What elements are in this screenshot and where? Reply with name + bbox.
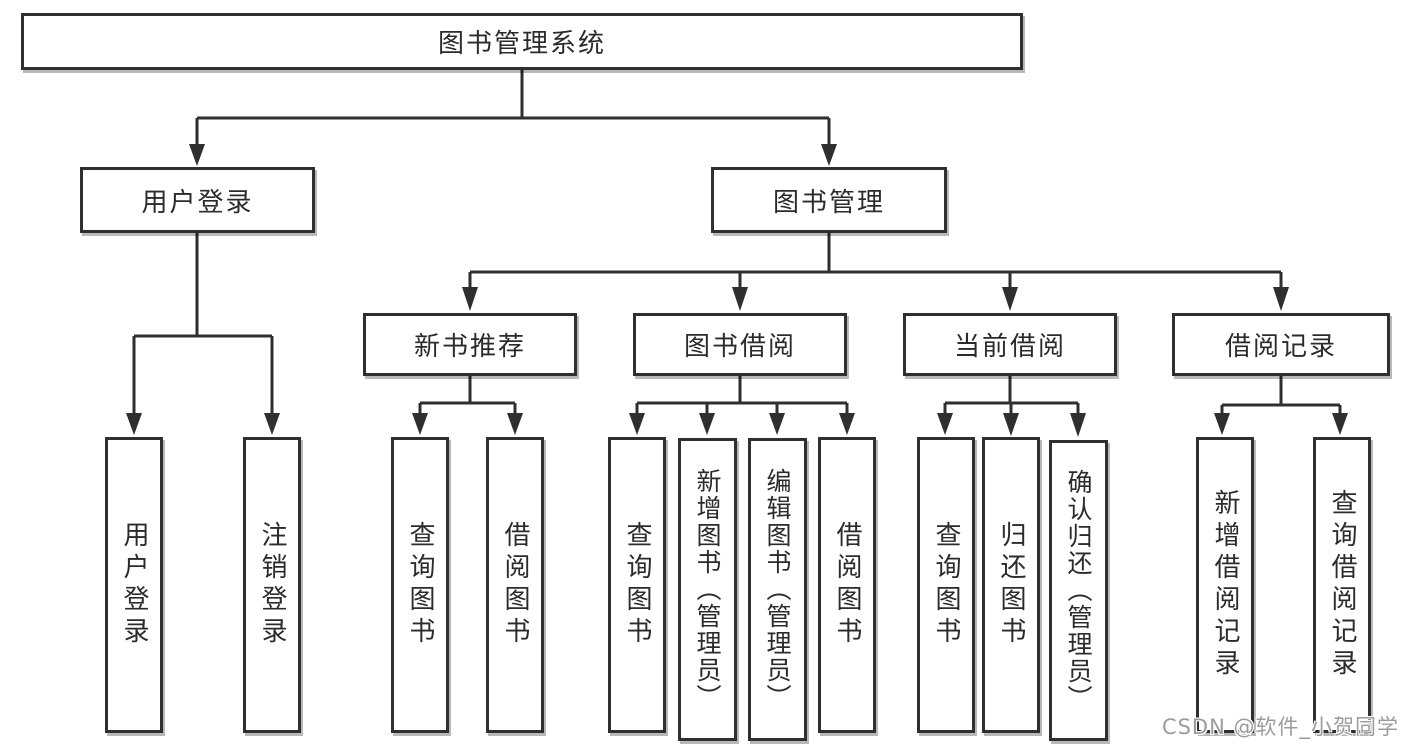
node-current-borrow: 当前借阅 <box>903 313 1117 376</box>
node-bb-edit-books-admin: 编辑图书（管理员） <box>748 438 807 741</box>
node-nbr-borrow-books: 借阅图书 <box>486 437 544 733</box>
connector-lines <box>132 69 1342 415</box>
node-logout: 注销登录 <box>243 437 301 733</box>
arrowheads <box>126 144 1348 437</box>
node-library-management-system: 图书管理系统 <box>21 13 1023 70</box>
node-bb-add-books-admin: 新增图书（管理员） <box>678 438 737 741</box>
node-new-book-recommend: 新书推荐 <box>363 313 577 376</box>
node-login: 用户登录 <box>105 437 163 733</box>
node-bb-query-books: 查询图书 <box>608 437 666 733</box>
node-book-management: 图书管理 <box>711 167 947 233</box>
node-cb-confirm-return-admin: 确认归还（管理员） <box>1049 440 1108 741</box>
node-br-query-record: 查询借阅记录 <box>1313 437 1371 733</box>
node-borrow-records: 借阅记录 <box>1172 313 1390 376</box>
node-user-login: 用户登录 <box>80 167 315 233</box>
node-bb-borrow-books: 借阅图书 <box>818 437 876 733</box>
node-cb-query-books: 查询图书 <box>917 437 975 733</box>
node-book-borrow: 图书借阅 <box>633 313 847 376</box>
node-nbr-query-books: 查询图书 <box>391 437 449 733</box>
node-cb-return-books: 归还图书 <box>982 437 1040 733</box>
node-br-add-record: 新增借阅记录 <box>1196 437 1254 733</box>
csdn-watermark: CSDN @软件_小贺同学 <box>1161 715 1399 739</box>
